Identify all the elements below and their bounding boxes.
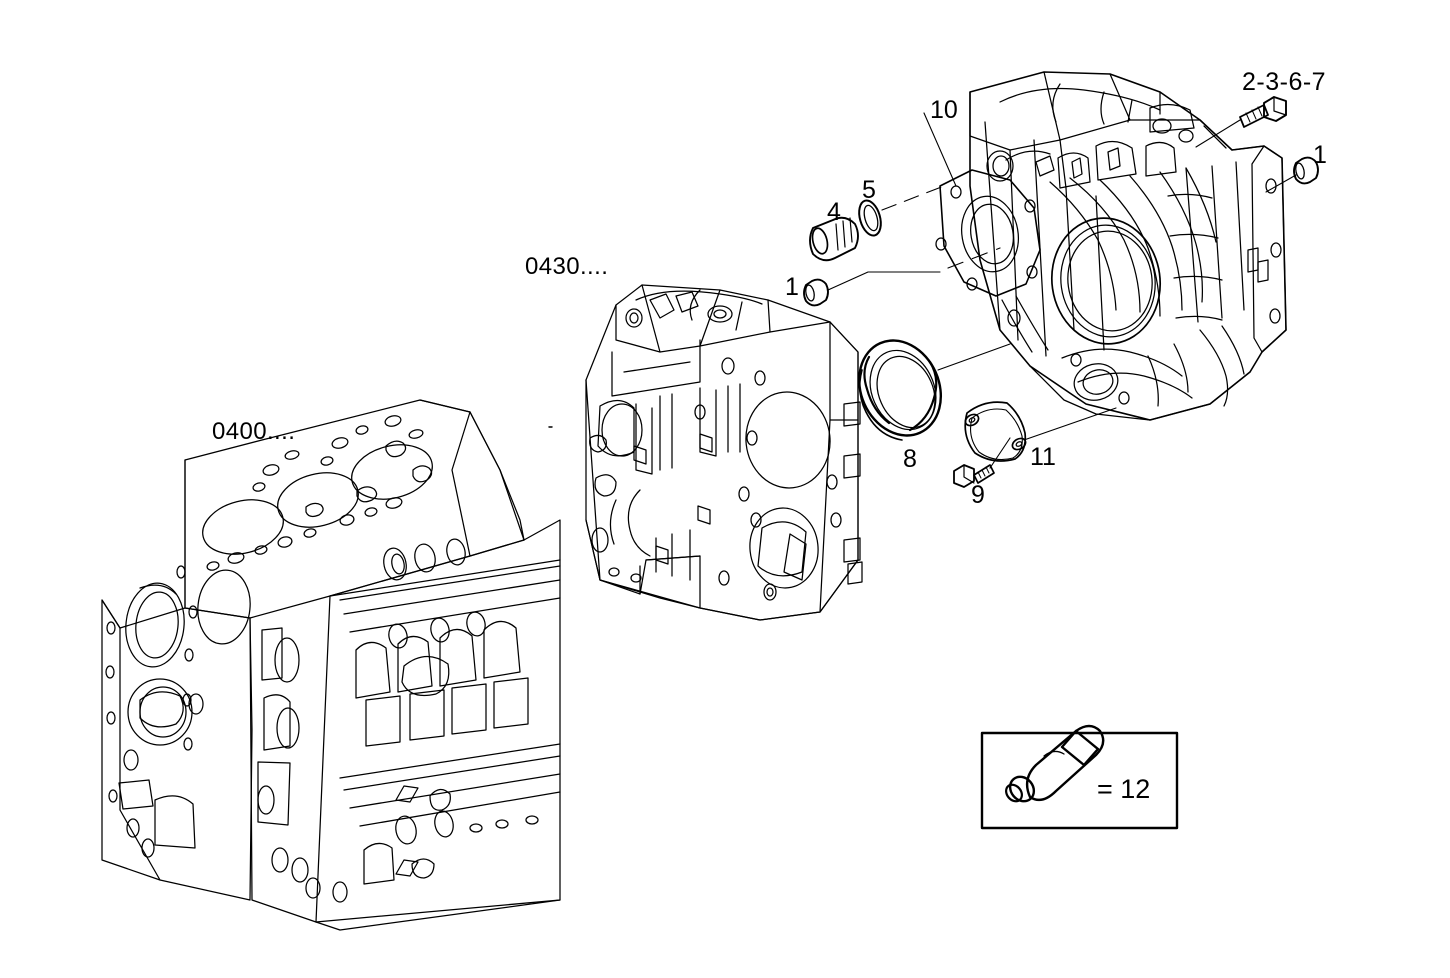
cover-bolt <box>953 464 995 488</box>
callout-1-right: 1 <box>1313 141 1327 169</box>
inspection-cover-plate <box>964 401 1027 462</box>
callout-1-left: 1 <box>785 273 799 301</box>
group-label-0430: 0430.... <box>525 253 609 280</box>
callout-10: 10 <box>930 96 958 124</box>
leader-dowel-right <box>1265 174 1297 193</box>
callout-2-3-6-7: 2-3-6-7 <box>1242 68 1327 96</box>
leader-lines <box>548 112 1297 469</box>
callout-11: 11 <box>1030 443 1056 471</box>
threaded-plug <box>809 216 859 262</box>
sealant-legend-box <box>980 724 1179 830</box>
sealing-washer <box>858 199 882 237</box>
sealant-equals-label: = 12 <box>1097 774 1151 804</box>
leader-5 <box>881 185 945 211</box>
timing-gear-case <box>585 284 863 621</box>
group-label-0400: 0400.... <box>212 418 296 445</box>
leader-8 <box>937 343 1011 371</box>
callout-9: 9 <box>971 481 985 509</box>
callout-5: 5 <box>862 176 876 204</box>
hex-flange-bolt <box>1239 96 1287 128</box>
callout-8: 8 <box>903 445 917 473</box>
leader-10 <box>923 112 957 187</box>
leader-bolt <box>1195 119 1241 148</box>
cylinder-block <box>101 399 561 931</box>
dowel-pin-left <box>803 278 829 307</box>
flywheel-housing <box>935 71 1287 421</box>
leader-dowel-left-dashed <box>947 247 1001 269</box>
dowel-pin-right <box>1293 156 1319 185</box>
callout-4: 4 <box>827 198 841 226</box>
leader-11 <box>1023 407 1117 441</box>
crankshaft-rear-oil-seal <box>857 339 943 441</box>
leader-dowel-left <box>827 271 941 291</box>
leader-9 <box>989 437 1011 469</box>
